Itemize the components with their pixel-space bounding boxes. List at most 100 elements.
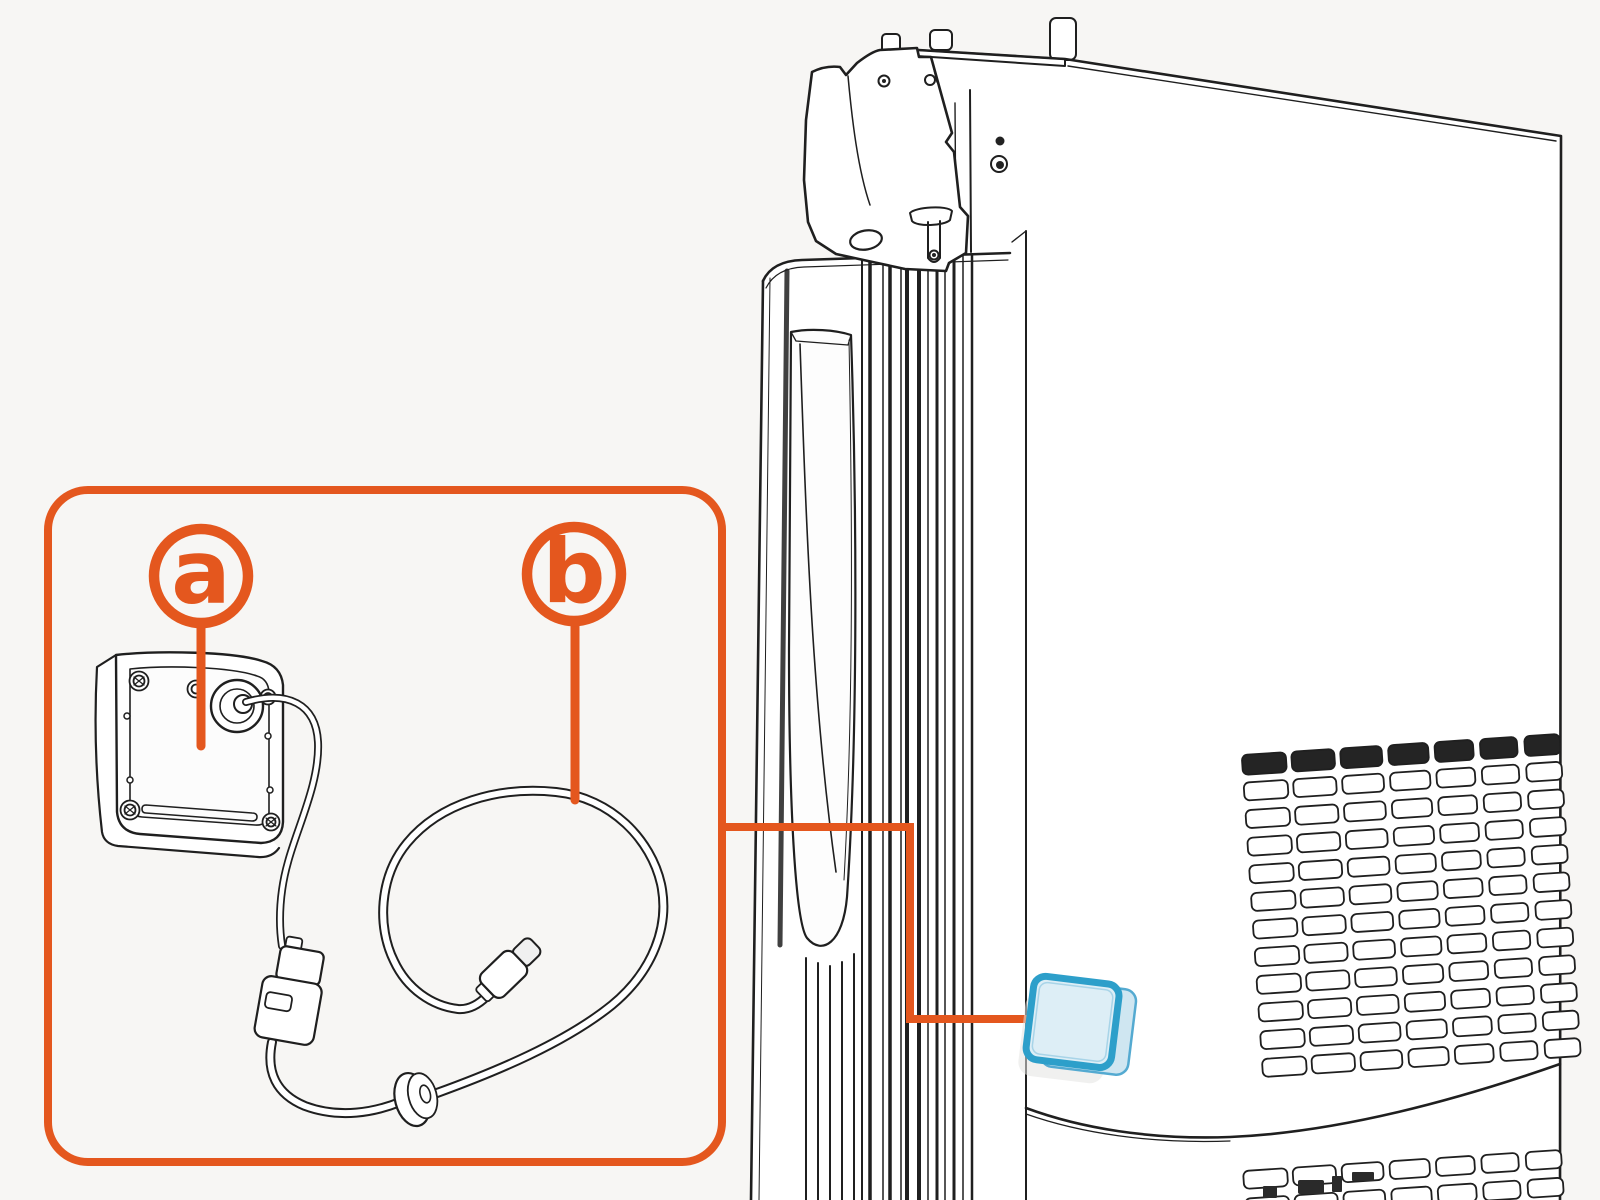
vent-slot [1405, 1018, 1448, 1041]
vent-slot [1482, 791, 1522, 814]
vent-slot [1536, 926, 1575, 949]
vent-slot [1339, 745, 1384, 770]
vent-slot [1398, 907, 1441, 930]
handle-recess-scoop-2 [843, 339, 852, 881]
vent-slot [1394, 852, 1437, 875]
vent-slot [1389, 769, 1432, 792]
inline-connector [253, 935, 325, 1046]
toolhead-pin [927, 220, 941, 263]
vent-slot [1388, 1158, 1431, 1180]
callout-box-group: a b [44, 486, 726, 1166]
column-top-edge-inner [765, 259, 1009, 289]
vent-slot [1252, 917, 1299, 940]
corner-edge-2 [969, 89, 972, 253]
vent-slot [1305, 969, 1351, 992]
vent-slot [1357, 1021, 1402, 1044]
seam-chamfer [1011, 230, 1027, 243]
vent-slot [1486, 846, 1526, 869]
handle-recess-scoop [799, 343, 837, 873]
toolhead-pin-hole-center [932, 253, 936, 257]
vent-slot [1346, 855, 1391, 878]
vent-slot [1436, 1182, 1478, 1200]
vent-slot [1355, 993, 1400, 1016]
vent-slot [1491, 929, 1532, 952]
top-tab [929, 29, 953, 51]
vent-slot [1495, 984, 1535, 1007]
highlight-front-face [1022, 972, 1123, 1071]
vent-slot [1255, 972, 1303, 995]
callout-a-circle [148, 523, 254, 629]
vent-slot [1530, 843, 1569, 866]
base-seam [1024, 1062, 1562, 1139]
plate-screws [119, 670, 281, 832]
vent-slot [1301, 914, 1347, 937]
cable-seg-b-inner [267, 1039, 403, 1117]
toolhead [802, 46, 970, 273]
device-body [900, 48, 1561, 1200]
plate-bottom-slot [141, 804, 258, 822]
callout-a-label: a [171, 521, 230, 624]
device-illustration [749, 17, 1582, 1200]
body-screw-small [995, 136, 1005, 146]
vent-slot [1343, 800, 1387, 823]
vent-slot [1359, 1049, 1404, 1072]
vent-slot [1401, 963, 1445, 985]
vent-slot [1354, 966, 1398, 989]
vent-slot [1490, 902, 1530, 924]
callout-b-circle [521, 521, 627, 627]
vent-slot [1244, 806, 1291, 829]
usb-cable-drawing [242, 693, 669, 1128]
toolhead-contour [847, 75, 871, 206]
vent-slot [1352, 938, 1396, 961]
vent-slot [1479, 736, 1519, 760]
vent-slot [1350, 911, 1395, 933]
vent-slot [1390, 1185, 1433, 1200]
vent-slot [1403, 990, 1447, 1013]
vent-slot [1493, 957, 1533, 979]
vent-slot [1242, 779, 1290, 802]
top-edge [900, 47, 1563, 138]
vent-slot [1484, 819, 1524, 841]
usb-c-plug [475, 937, 542, 1003]
vent-slot [1241, 751, 1288, 776]
top-edge-inner [1067, 65, 1557, 142]
vent-slot [1452, 1015, 1493, 1038]
vent-slot [1435, 1155, 1476, 1177]
callout-b-label: b [543, 520, 606, 623]
vent-slot [1296, 831, 1342, 854]
mount-location-highlight [1018, 972, 1138, 1084]
vent-slot [1442, 877, 1484, 899]
vent-slot [1529, 816, 1567, 838]
vent-slot [1525, 761, 1564, 783]
column-left-edge-inner [758, 277, 771, 1200]
vent-slot [1453, 1043, 1495, 1065]
callout-box [44, 486, 726, 1166]
vent-slot [1310, 1052, 1356, 1075]
vent-slot [1308, 1024, 1355, 1047]
vent-slot [1387, 742, 1430, 766]
vent-slot [1248, 862, 1295, 885]
vent-slot [1292, 776, 1338, 798]
vent-slot [1253, 945, 1301, 968]
vent-slot [1400, 935, 1443, 958]
toolhead-screw-2 [924, 74, 936, 86]
vent-slot [1437, 794, 1479, 817]
vent-slot [1299, 886, 1345, 909]
vent-slot [1297, 858, 1344, 881]
toolhead-pin-flange [909, 206, 953, 226]
vent-slot [1540, 982, 1578, 1004]
vent-slot [1341, 772, 1385, 795]
cable-seg-a-inner [243, 695, 321, 949]
vent-slot [1392, 825, 1436, 847]
vent-slot [1290, 748, 1336, 773]
vent-slot [1444, 904, 1486, 927]
vent-slot [1294, 803, 1340, 826]
vent-slot [1261, 1055, 1308, 1078]
vent-slot [1488, 874, 1528, 896]
connector-line [718, 823, 1032, 1023]
cable-loop-inner [380, 787, 667, 1096]
vent-slot [1257, 1000, 1304, 1023]
vent-slot [1307, 997, 1353, 1020]
vent-slot [1348, 883, 1393, 906]
